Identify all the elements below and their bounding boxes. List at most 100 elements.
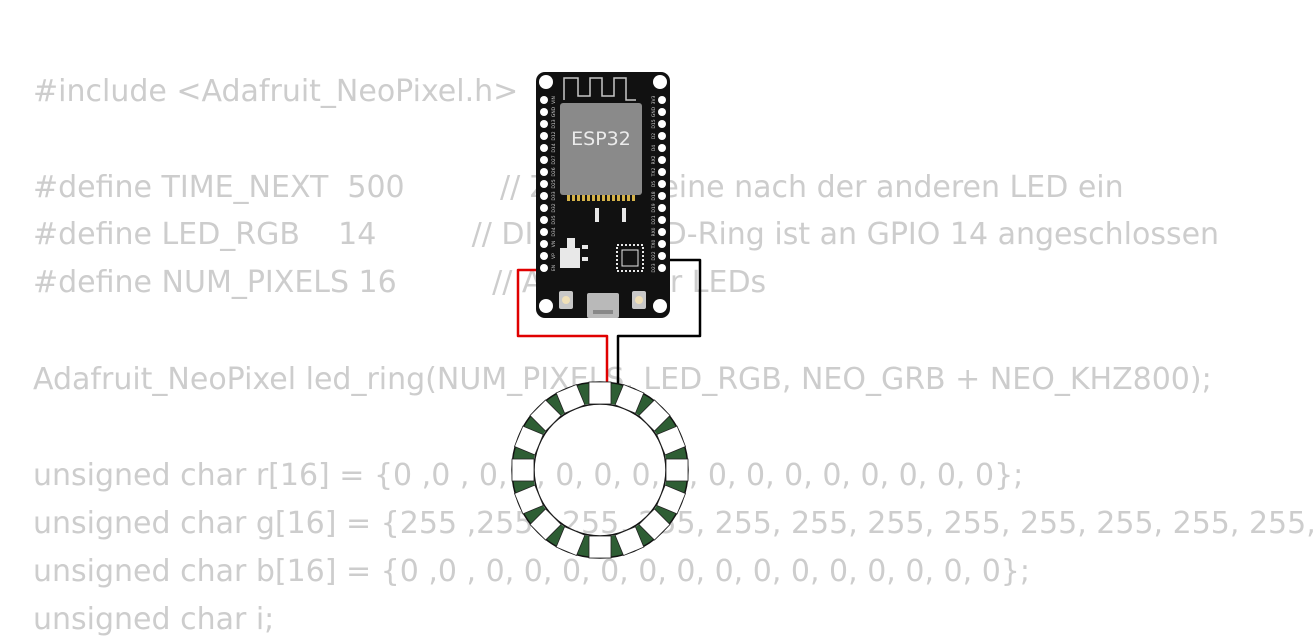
pin-hole-left-d33[interactable] [540, 192, 548, 200]
pin-hole-right-3v3[interactable] [658, 96, 666, 104]
led-pixel-14 [513, 425, 544, 456]
pin-hole-left-vn[interactable] [540, 240, 548, 248]
mount-hole-top-right [653, 75, 667, 89]
neopixel-ring[interactable] [511, 381, 689, 559]
led-pixel-12 [513, 484, 544, 515]
mount-hole-bottom-right [653, 299, 667, 313]
chip-pad [577, 195, 580, 201]
led-pixel-9 [588, 535, 612, 559]
led-pixel-11 [529, 508, 562, 541]
led-pixel-2 [614, 383, 645, 414]
pin-hole-left-vin[interactable] [540, 96, 548, 104]
chip-pad [607, 195, 610, 201]
code-line: unsigned char i; [33, 602, 275, 637]
pin-hole-left-d13[interactable] [540, 120, 548, 128]
pin-hole-right-d15[interactable] [658, 120, 666, 128]
pin-hole-right-d21[interactable] [658, 216, 666, 224]
code-background: #include <Adafruit_NeoPixel.h>#define TI… [33, 74, 1316, 637]
pin-hole-left-vp[interactable] [540, 252, 548, 260]
pin-label: D18 [651, 191, 657, 200]
pin-label: D25 [551, 179, 557, 188]
pin-hole-right-tx2[interactable] [658, 168, 666, 176]
pin-hole-left-d12[interactable] [540, 132, 548, 140]
chip-pad [622, 195, 625, 201]
pin-hole-right-d18[interactable] [658, 192, 666, 200]
pin-label: D19 [651, 203, 657, 212]
boot-button[interactable] [559, 291, 573, 309]
led-pixel-5 [665, 458, 689, 482]
en-button[interactable] [632, 291, 646, 309]
chip-pad [612, 195, 615, 201]
pin-hole-right-d2[interactable] [658, 132, 666, 140]
pin-label: TX2 [651, 168, 657, 178]
pin-label: VN [551, 241, 557, 247]
led-pixel-15 [529, 399, 562, 432]
pin-label: 3V3 [651, 95, 657, 104]
pin-label: D2 [651, 133, 657, 139]
mount-hole-top-left [539, 75, 553, 89]
pin-hole-left-en[interactable] [540, 264, 548, 272]
pin-hole-left-d32[interactable] [540, 204, 548, 212]
pin-hole-right-d19[interactable] [658, 204, 666, 212]
pin-hole-right-d5[interactable] [658, 180, 666, 188]
code-line: unsigned char g[16] = {255 ,255 , 255, 2… [33, 506, 1316, 541]
led-pixel-16 [555, 383, 586, 414]
chip-pad [582, 195, 585, 201]
usb-uart-chip [616, 244, 644, 272]
pin-hole-right-d22[interactable] [658, 252, 666, 260]
pin-hole-right-tx0[interactable] [658, 240, 666, 248]
voltage-regulator [560, 238, 588, 268]
pin-label: D23 [651, 263, 657, 272]
pin-hole-left-d25[interactable] [540, 180, 548, 188]
mount-hole-bottom-left [539, 299, 553, 313]
pin-label: D12 [551, 131, 557, 140]
pin-hole-right-gnd[interactable] [658, 108, 666, 116]
pin-label: D26 [551, 167, 557, 176]
chip-pad [597, 195, 600, 201]
pin-hole-left-d27[interactable] [540, 156, 548, 164]
chip-pad [627, 195, 630, 201]
led-pixel-7 [638, 508, 671, 541]
chip-pad [587, 195, 590, 201]
chip-pad [592, 195, 595, 201]
led-pixel-3 [638, 399, 671, 432]
chip-pad [617, 195, 620, 201]
pin-label: D15 [651, 119, 657, 128]
pin-label: VIN [551, 96, 557, 104]
antenna-trace [563, 77, 636, 101]
led-pixel-6 [656, 484, 687, 515]
led-pixel-10 [555, 526, 586, 557]
chip-pad [572, 195, 575, 201]
pin-hole-right-d4[interactable] [658, 144, 666, 152]
left-pin-header [540, 96, 548, 272]
led-pixel-1 [588, 381, 612, 405]
pin-hole-right-rx2[interactable] [658, 156, 666, 164]
pin-label: RX2 [651, 155, 657, 164]
chip-pad [632, 195, 635, 201]
code-line: #include <Adafruit_NeoPixel.h> [33, 74, 519, 109]
led-pixel-8 [614, 526, 645, 557]
pin-label: D32 [551, 203, 557, 212]
code-line: unsigned char r[16] = {0 ,0 , 0, 0, 0, 0… [33, 458, 1024, 493]
code-line: unsigned char b[16] = {0 ,0 , 0, 0, 0, 0… [33, 554, 1030, 589]
pin-hole-right-rx0[interactable] [658, 228, 666, 236]
code-line: #define LED_RGB 14 // DIN des LED-Ring i… [33, 217, 1220, 252]
pin-hole-left-d34[interactable] [540, 228, 548, 236]
pin-hole-left-gnd[interactable] [540, 108, 548, 116]
pin-label: D33 [551, 191, 557, 200]
pin-label: VP [551, 253, 557, 259]
pin-hole-right-d23[interactable] [658, 264, 666, 272]
pin-label: D22 [651, 251, 657, 260]
pad-marks [595, 208, 626, 222]
pin-hole-left-d35[interactable] [540, 216, 548, 224]
power-wire [516, 268, 609, 385]
pin-label: D4 [651, 145, 657, 151]
pin-label: RX0 [651, 227, 657, 236]
pin-hole-left-d26[interactable] [540, 168, 548, 176]
led-pixel-13 [511, 458, 535, 482]
pin-hole-left-d14[interactable] [540, 144, 548, 152]
code-line: Adafruit_NeoPixel led_ring(NUM_PIXELS, L… [33, 362, 1212, 397]
chip-pad [602, 195, 605, 201]
